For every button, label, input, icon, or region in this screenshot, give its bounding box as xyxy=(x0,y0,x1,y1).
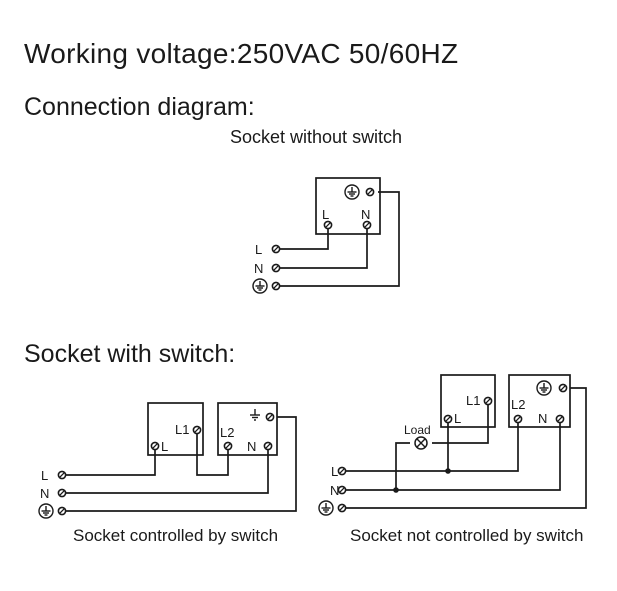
d2-live-wire xyxy=(62,446,156,476)
d1-wire-n-label: N xyxy=(254,261,263,276)
screw-terminal-icon xyxy=(271,244,281,254)
d3-load-return xyxy=(395,442,410,471)
d3-terminal-l2-label: L2 xyxy=(511,397,525,412)
d3-terminal-l-label: L xyxy=(454,411,461,426)
d2-terminal-l2-label: L2 xyxy=(220,425,234,440)
screw-terminal-icon xyxy=(337,503,347,513)
screw-terminal-icon xyxy=(265,412,275,422)
d2-wire-l-label: L xyxy=(41,468,48,483)
d2-terminal-n-label: N xyxy=(247,439,256,454)
d3-socket-box xyxy=(508,374,571,428)
ground-icon xyxy=(318,500,334,516)
d2-switched-live-bridge xyxy=(196,430,229,476)
d1-ground-wire xyxy=(276,191,400,287)
socket-not-controlled-caption: Socket not controlled by switch xyxy=(350,526,584,545)
d1-socket-box xyxy=(315,177,381,235)
d3-terminal-l1-label: L1 xyxy=(466,393,480,408)
screw-terminal-icon xyxy=(57,488,67,498)
d2-neutral-wire xyxy=(62,446,269,494)
screw-terminal-icon xyxy=(362,220,372,230)
d1-terminal-l-label: L xyxy=(322,207,329,222)
connection-diagram-heading: Connection diagram: xyxy=(24,93,255,121)
d3-switch-box xyxy=(440,374,496,428)
screw-terminal-icon xyxy=(443,414,453,424)
screw-terminal-icon xyxy=(555,414,565,424)
screw-terminal-icon xyxy=(263,441,273,451)
d2-wire-n-label: N xyxy=(40,486,49,501)
d2-terminal-l1-label: L1 xyxy=(175,422,189,437)
ground-icon xyxy=(250,409,260,421)
working-voltage-heading: Working voltage:250VAC 50/60HZ xyxy=(24,38,459,69)
socket-without-switch-title: Socket without switch xyxy=(230,127,403,147)
diagram1-socket-without-switch xyxy=(276,177,400,287)
screw-terminal-icon xyxy=(57,470,67,480)
d1-wire-l-label: L xyxy=(255,242,262,257)
diagram2-socket-controlled xyxy=(62,402,297,512)
d1-live-wire xyxy=(276,225,329,250)
screw-terminal-icon xyxy=(57,506,67,516)
screw-terminal-icon xyxy=(323,220,333,230)
screw-terminal-icon xyxy=(337,466,347,476)
socket-with-switch-heading: Socket with switch: xyxy=(24,340,236,368)
d3-neutral-wire xyxy=(342,419,561,491)
ground-icon xyxy=(38,503,54,519)
screw-terminal-icon xyxy=(192,425,202,435)
ground-icon xyxy=(344,184,360,200)
d1-neutral-wire xyxy=(276,225,368,269)
screw-terminal-icon xyxy=(483,396,493,406)
screw-terminal-icon xyxy=(337,485,347,495)
ground-icon xyxy=(252,278,268,294)
d3-junction-dot xyxy=(393,487,399,493)
screw-terminal-icon xyxy=(558,383,568,393)
d3-junction-dot xyxy=(445,468,451,474)
ground-icon xyxy=(536,380,552,396)
screw-terminal-icon xyxy=(271,263,281,273)
screw-terminal-icon xyxy=(271,281,281,291)
lamp-load-icon xyxy=(414,436,428,450)
d2-terminal-l-label: L xyxy=(161,439,168,454)
screw-terminal-icon xyxy=(150,441,160,451)
d1-terminal-n-label: N xyxy=(361,207,370,222)
d3-terminal-n-label: N xyxy=(538,411,547,426)
socket-controlled-caption: Socket controlled by switch xyxy=(73,526,279,545)
screw-terminal-icon xyxy=(223,441,233,451)
d3-ground-wire xyxy=(342,387,587,509)
d2-ground-wire xyxy=(62,416,297,512)
d3-wire-l-label: L xyxy=(331,464,338,479)
screw-terminal-icon xyxy=(365,187,375,197)
screw-terminal-icon xyxy=(513,414,523,424)
d3-wire-n-label: N xyxy=(330,483,339,498)
d3-load-label: Load xyxy=(404,423,431,437)
diagram3-socket-not-controlled xyxy=(342,374,587,509)
d3-switched-live-to-load xyxy=(432,401,489,444)
d2-socket-box xyxy=(217,402,278,456)
d2-switch-box xyxy=(147,402,204,456)
d3-l2-feed xyxy=(448,419,519,472)
d3-live-wire xyxy=(342,419,449,472)
